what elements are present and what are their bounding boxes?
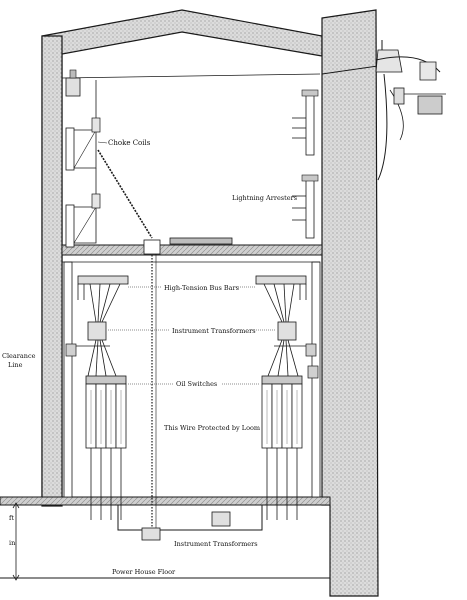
diagonal-cable: [97, 149, 153, 239]
right-wall: [321, 9, 379, 597]
right-frame: [311, 261, 321, 498]
cable-trench: [117, 505, 263, 531]
svg-text:in: in: [9, 539, 15, 547]
floor-plate: [169, 237, 233, 245]
upper-floor-slab: [61, 244, 323, 256]
oil-switch-left: [85, 375, 127, 449]
instrument-transformers-top-label: Instrument Transformers: [172, 327, 256, 335]
choke-coils-label: Choke Coils: [108, 139, 151, 147]
right-leads: [263, 283, 299, 377]
instrument-transformers-bottom-label: Instrument Transformers: [174, 540, 258, 548]
bus-bar-left: [77, 275, 129, 300]
entrance-bushing-assembly: [321, 40, 446, 181]
oil-switches-label: Oil Switches: [176, 380, 217, 388]
bus-bar-right: [255, 275, 307, 300]
switch-down-leads: [90, 448, 298, 520]
bus-bars-label: High-Tension Bus Bars: [164, 284, 239, 292]
wire-loom-label: This Wire Protected by Loom: [164, 424, 260, 432]
left-wall: [41, 35, 63, 507]
left-frame: [63, 261, 73, 498]
lightning-arresters-label: Lightning Arresters: [232, 194, 297, 202]
power-house-floor-label: Power House Floor: [112, 568, 176, 576]
choke-coil-assembly: [65, 69, 101, 248]
lightning-arrester-assembly: [292, 89, 319, 239]
instrument-transformer-right: [277, 321, 297, 341]
instrument-transformer-bottom: [211, 511, 231, 527]
svg-text:ft: ft: [9, 514, 14, 522]
clearance-label-line2: Line: [8, 361, 23, 369]
oil-switch-right: [261, 375, 303, 449]
instrument-transformer-left: [87, 321, 107, 341]
ground-floor-slab: [0, 496, 331, 506]
clearance-label-line1: Clearance: [2, 352, 36, 360]
